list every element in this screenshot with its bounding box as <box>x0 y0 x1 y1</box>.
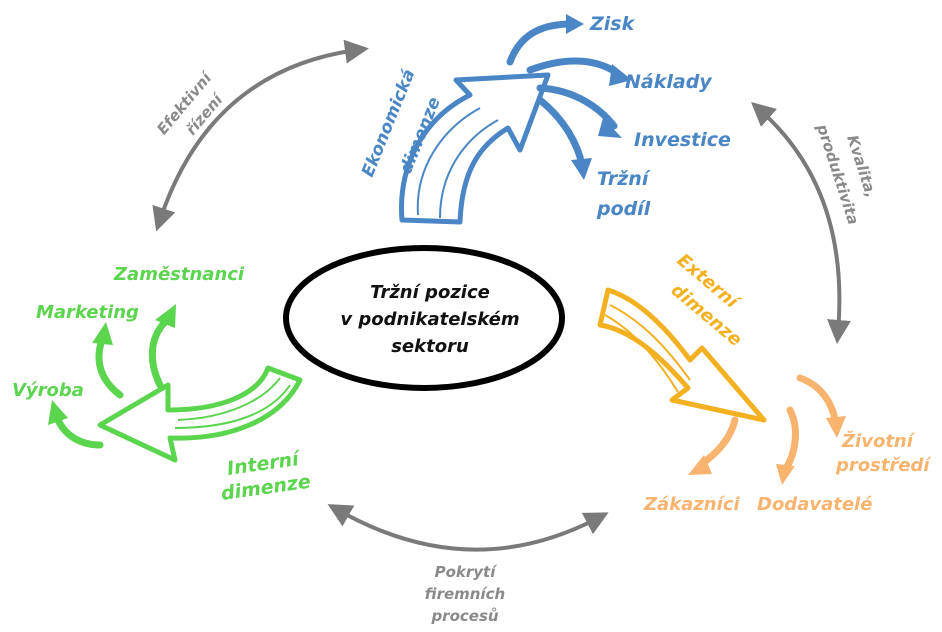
economic-item-zisk: Zisk <box>589 13 636 35</box>
economic-big-arrow-icon <box>399 72 551 225</box>
economic-arrow-trzni-podil-icon <box>536 96 586 169</box>
economic-item-investice: Investice <box>634 129 731 151</box>
double-arrow-icon <box>751 102 851 344</box>
link-top-left: Efektivní řízení <box>152 39 369 232</box>
internal-arrow-zamestnanci-icon <box>148 318 169 389</box>
internal-arrow-vyroba-icon <box>54 416 104 449</box>
internal-item-vyroba: Výroba <box>12 380 84 401</box>
economic-arrow-investice-icon <box>536 84 618 130</box>
link-bottom-label-2: firemních <box>425 585 505 603</box>
internal-dimension: Zaměstnanci Marketing Výroba Interní dim… <box>12 264 312 505</box>
external-arrow-zivotni-icon <box>796 374 839 424</box>
center-ellipse <box>283 245 565 391</box>
internal-arrow-marketing-icon <box>95 336 124 399</box>
center-node: Tržní pozice v podnikatelském sektoru <box>283 245 565 391</box>
economic-item-trzni: Tržní <box>597 168 651 190</box>
economic-item-naklady: Náklady <box>625 71 713 93</box>
external-item-dodavatele: Dodavatelé <box>757 494 872 515</box>
link-top-right: Kvalita, produktivita <box>751 102 880 344</box>
double-arrow-icon <box>327 504 609 552</box>
internal-item-zamestnanci: Zaměstnanci <box>113 264 245 285</box>
internal-big-arrow-icon <box>97 365 303 463</box>
economic-dimension: Ekonomická dimenze Zisk Náklady Investic… <box>358 13 731 225</box>
center-title-line-2: v podnikatelském <box>340 309 519 330</box>
double-arrow-icon <box>152 39 369 232</box>
economic-item-podil: podíl <box>596 198 651 220</box>
link-bottom: Pokrytí firemních procesů <box>327 504 609 625</box>
center-title-line-3: sektoru <box>391 336 469 357</box>
center-title-line-1: Tržní pozice <box>370 282 490 303</box>
external-dimension: Externí dimenze Zákazníci Dodavatelé Živ… <box>597 250 932 515</box>
link-bottom-label-3: procesů <box>430 607 498 625</box>
external-arrow-dodavatele-icon <box>781 406 799 474</box>
external-big-arrow-icon <box>597 287 767 423</box>
external-item-zakaznici: Zákazníci <box>643 494 740 515</box>
economic-arrow-zisk-icon <box>506 20 572 66</box>
link-bottom-label-1: Pokrytí <box>435 563 499 581</box>
internal-item-marketing: Marketing <box>36 302 139 323</box>
external-item-zivotni: Životní <box>841 430 916 452</box>
external-item-prostredi: prostředí <box>835 455 932 476</box>
